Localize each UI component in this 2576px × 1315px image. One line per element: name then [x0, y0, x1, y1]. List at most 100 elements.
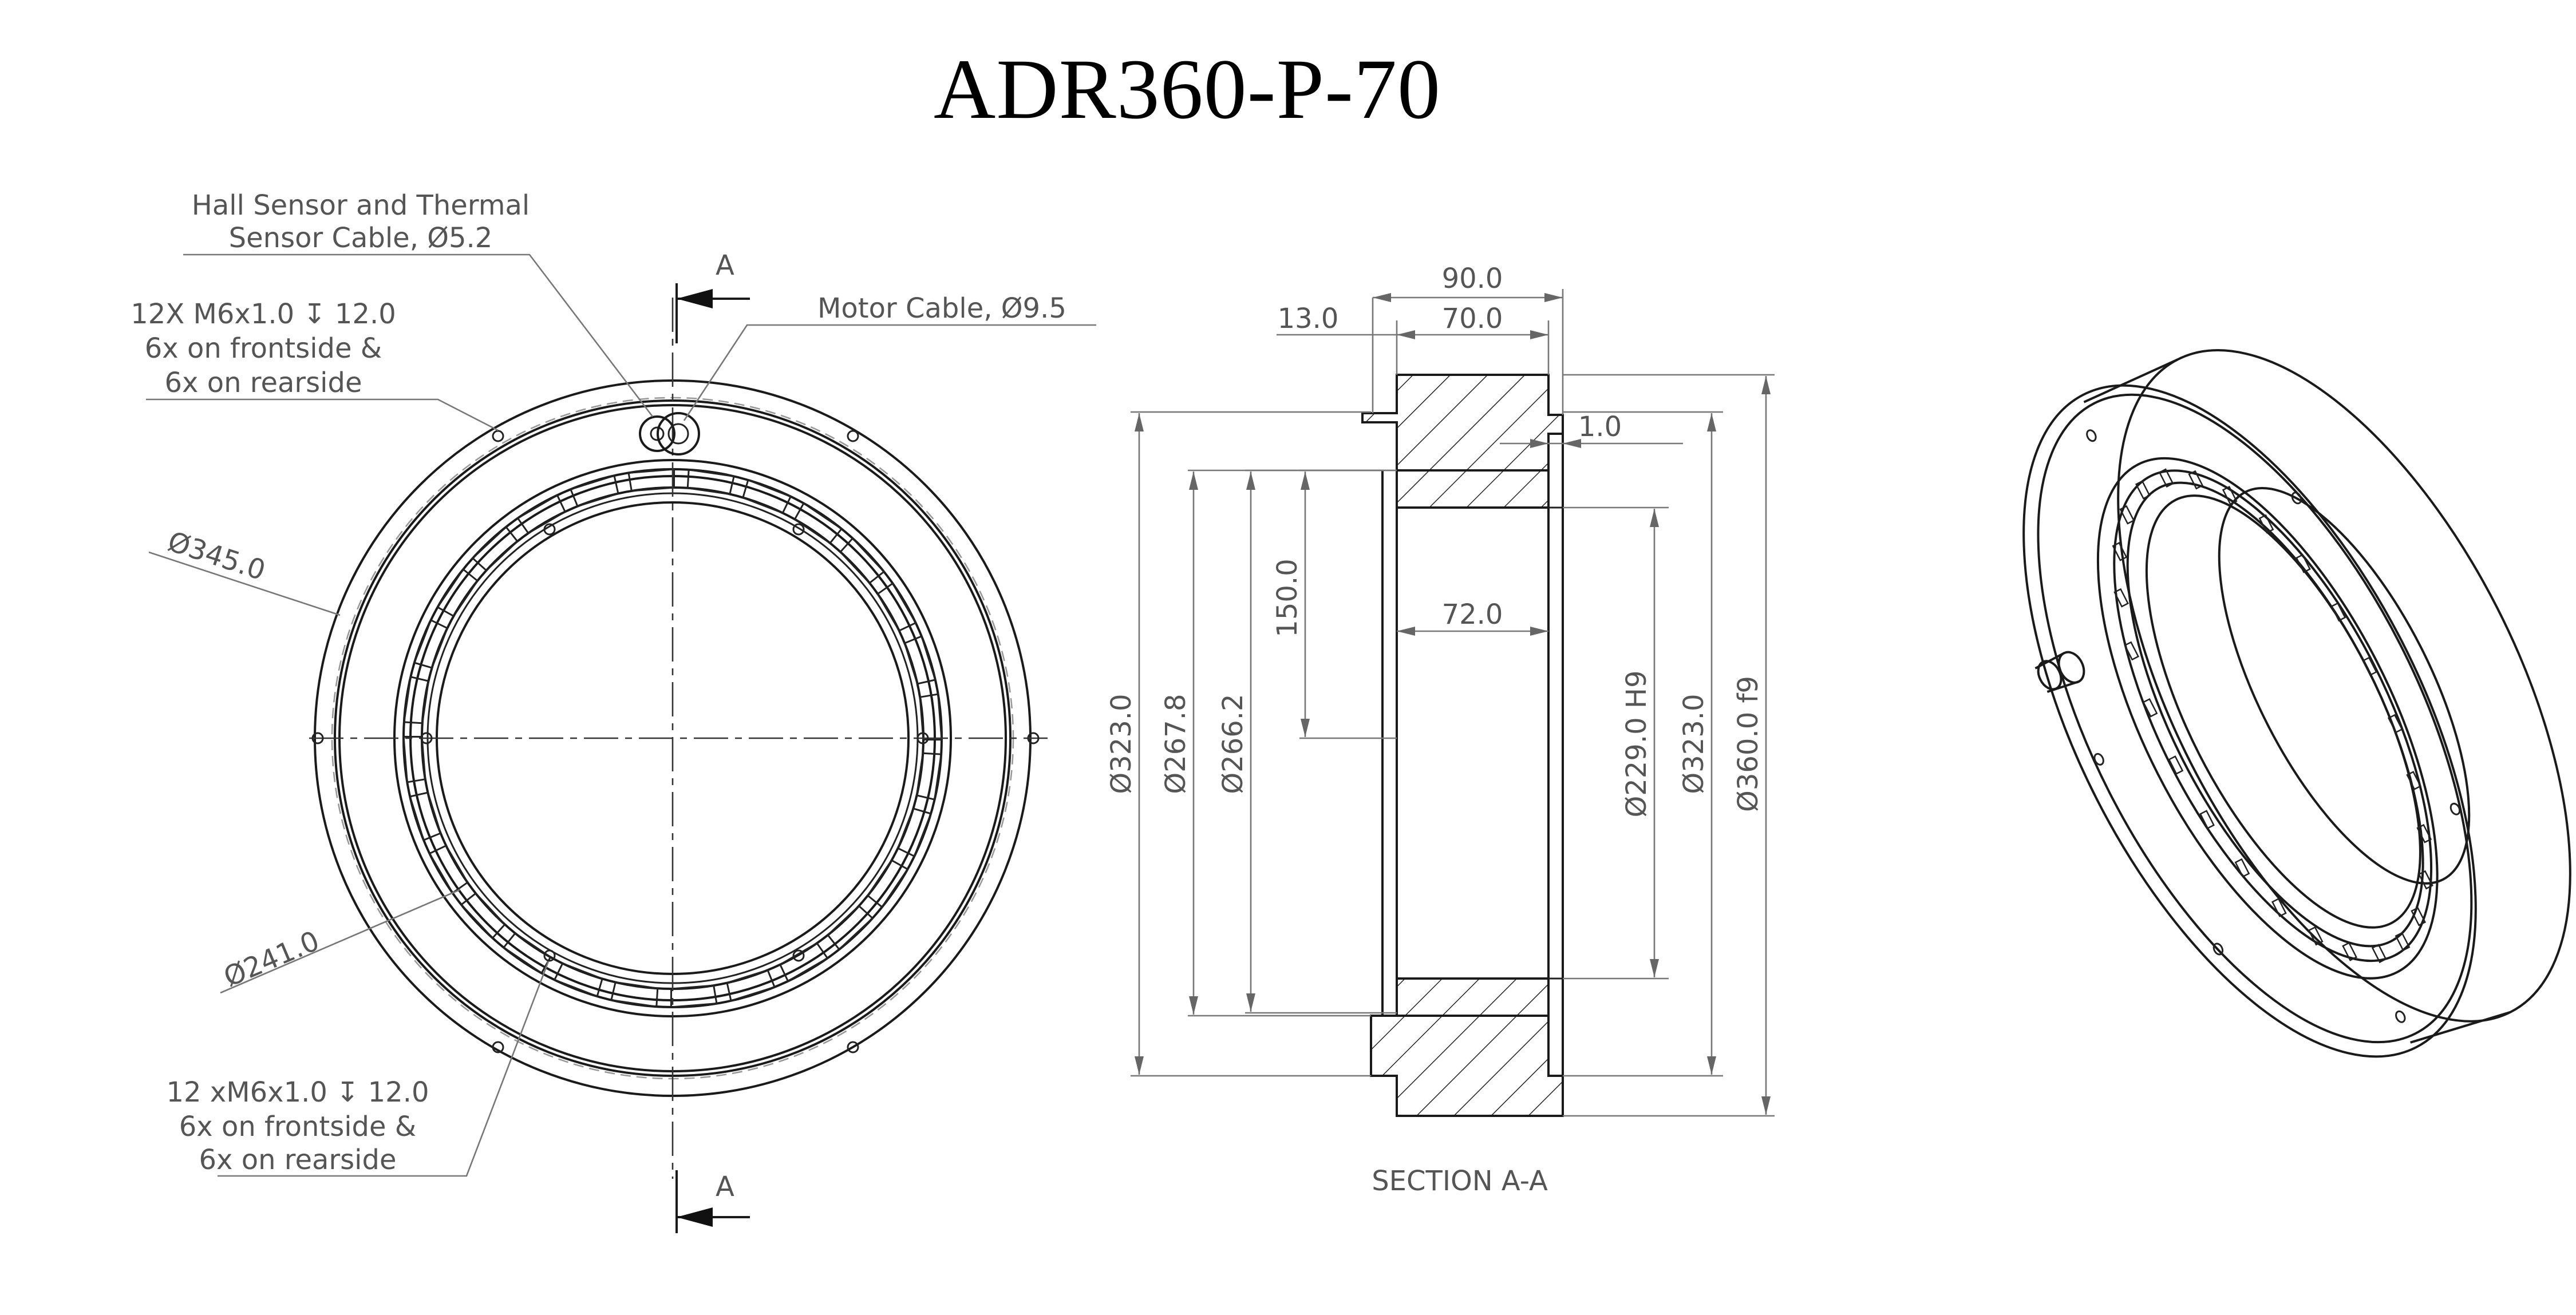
iso-tooth: [2371, 944, 2387, 964]
inner-bolt-holes: [420, 523, 929, 962]
stator-tooth: [876, 582, 917, 632]
stator-tooth: [471, 525, 519, 572]
stator-tooth: [413, 619, 449, 669]
stator-tooth: [516, 494, 567, 534]
stator-tooth: [793, 502, 843, 545]
iso-tooth: [2112, 542, 2128, 561]
dim-d229: Ø229.0 H9: [1621, 670, 1653, 817]
extension-lines: [1131, 289, 1775, 1117]
iso-tooth: [2411, 906, 2427, 926]
stator-tooth: [742, 478, 792, 514]
stator-tooth: [436, 568, 479, 617]
stator-tooth: [553, 962, 603, 998]
iso-tooth: [2113, 588, 2129, 608]
stator-tooth: [686, 469, 735, 496]
dim-d267: Ø267.8: [1160, 694, 1192, 794]
dim-flange: 13.0: [1278, 303, 1339, 335]
stator-tooth: [502, 932, 552, 975]
dim-width-total: 90.0: [1442, 263, 1503, 295]
iso-tooth: [2258, 514, 2274, 534]
iso-tooth: [2387, 714, 2403, 734]
housing-upper: [1361, 374, 1564, 472]
dim-d266: Ø266.2: [1217, 694, 1249, 794]
iso-tooth: [2158, 468, 2174, 488]
top-holes-note-line1: 12X M6x1.0 ↧ 12.0: [131, 298, 396, 330]
outer-diameter-label: Ø345.0: [164, 525, 269, 587]
iso-tooth: [2406, 771, 2422, 790]
iso-tooth: [2188, 470, 2204, 490]
inner-dia-leader: [220, 889, 460, 994]
iso-tooth: [2296, 553, 2311, 573]
stator-tooth: [903, 635, 937, 685]
iso-tooth: [2234, 858, 2250, 878]
dim-depth: 150.0: [1271, 559, 1303, 637]
stator-tooth: [726, 969, 776, 1002]
stator-tooth: [627, 468, 675, 492]
section-arrow-top: A: [675, 249, 750, 343]
stator-tooth: [896, 807, 933, 858]
dim-gap: 1.0: [1578, 411, 1622, 443]
stator-tooth: [779, 942, 829, 983]
dim-width-body: 70.0: [1442, 303, 1503, 335]
bottom-holes-note-line2: 6x on frontside &: [179, 1111, 416, 1143]
isometric-view: [2022, 349, 2571, 1058]
top-holes-note-line3: 6x on rearside: [165, 367, 362, 399]
stator-tooth: [610, 981, 659, 1008]
dim-bore-width: 72.0: [1442, 599, 1503, 631]
stator-tooth: [915, 752, 942, 801]
iso-tooth: [2135, 480, 2151, 500]
stator-tooth: [460, 892, 506, 940]
front-face-outer: [2022, 384, 2477, 1058]
stator-tooth: [866, 859, 909, 909]
iso-cable-gland: [2034, 651, 2085, 693]
iso-tooth: [2418, 870, 2433, 890]
section-label-top: A: [716, 249, 734, 282]
iso-tooth: [2222, 486, 2238, 505]
section-view: 90.0 70.0 13.0 1.0 72.0 150.0 Ø323.0 Ø26…: [1105, 263, 1775, 1197]
stator-tooth: [409, 791, 442, 842]
inner-diameter-label: Ø241.0: [219, 925, 324, 993]
iso-tooth: [2199, 810, 2215, 830]
stator-tooth: [827, 905, 874, 951]
iso-tooth: [2271, 898, 2287, 917]
drawing-title: ADR360-P-70: [933, 42, 1441, 137]
iso-tooth: [2142, 698, 2158, 718]
stator-tooth: [428, 844, 469, 894]
hall-leader: [183, 254, 654, 417]
hall-note-line2: Sensor Cable, Ø5.2: [229, 222, 493, 254]
dim-d323-left: Ø323.0: [1105, 694, 1137, 794]
bottom-holes-note-line1: 12 xM6x1.0 ↧ 12.0: [166, 1076, 429, 1108]
front-view: A A Hall Sensor and Thermal Sensor Cable…: [131, 189, 1096, 1233]
stator-tooth: [403, 676, 430, 724]
dimension-arrows: [1135, 293, 1771, 1115]
dim-d360: Ø360.0 f9: [1732, 676, 1764, 812]
outer-dia-leader: [148, 551, 341, 616]
motor-leader: [683, 324, 1096, 421]
section-arrow-bottom: A: [675, 1170, 750, 1233]
rear-bore: [2218, 487, 2471, 885]
cable-glands: [639, 412, 700, 456]
stator-tooth: [569, 474, 619, 508]
iso-tooth: [2342, 942, 2357, 961]
stator-tooth: [670, 984, 718, 1008]
top-holes-leader: [146, 398, 499, 431]
outer-bolt-holes: [311, 430, 1040, 1053]
rotor-lower: [1396, 977, 1550, 1017]
bottom-holes-leader: [218, 961, 550, 1177]
housing-lower: [1370, 1015, 1564, 1117]
stator-tooth: [919, 693, 943, 741]
hall-note-line1: Hall Sensor and Thermal: [192, 189, 530, 221]
iso-tooth: [2395, 932, 2411, 952]
top-holes-note-line2: 6x on frontside &: [145, 332, 382, 365]
dim-d323-right: Ø323.0: [1678, 694, 1710, 794]
iso-tooth: [2330, 602, 2346, 622]
iso-tooth: [2308, 926, 2324, 946]
stator-teeth: [402, 468, 943, 1008]
stator-tooth: [839, 537, 886, 584]
stator-tooth: [402, 735, 426, 783]
motor-cable-note: Motor Cable, Ø9.5: [817, 292, 1066, 324]
iso-tooth: [2168, 755, 2184, 775]
iso-tooth: [2362, 656, 2377, 676]
iso-tooth: [2119, 505, 2135, 525]
